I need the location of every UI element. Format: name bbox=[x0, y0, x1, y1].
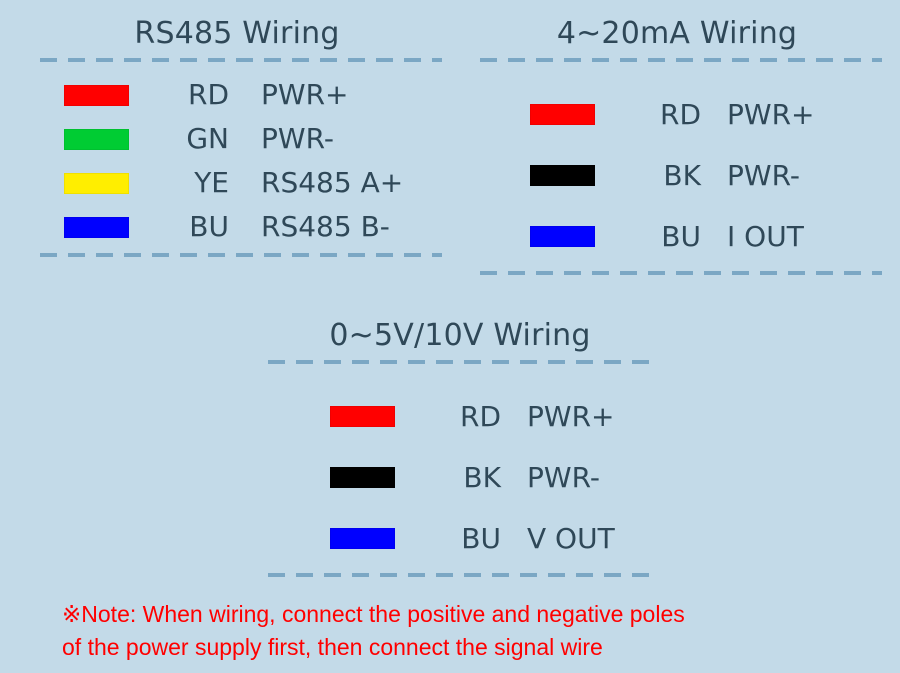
wire-row: RD PWR+ bbox=[462, 84, 892, 145]
wire-row: BU RS485 B- bbox=[22, 205, 452, 249]
wire-code-label: RD bbox=[459, 399, 501, 433]
panel-rs485-wiring: RS485 Wiring RD PWR+ GN PWR- YE RS485 A+… bbox=[22, 14, 452, 257]
wiring-note: ※Note: When wiring, connect the positive… bbox=[62, 598, 862, 664]
wire-code-label: BU bbox=[189, 210, 229, 243]
wire-color-swatch-ye bbox=[64, 172, 129, 194]
wire-code-label: BU bbox=[461, 521, 501, 555]
panel-title-0-5v-10v: 0~5V/10V Wiring bbox=[329, 318, 591, 353]
wire-code-label: BU bbox=[661, 219, 701, 253]
panel-4-20ma-wiring: 4~20mA Wiring RD PWR+ BK PWR- BU I OUT bbox=[462, 14, 892, 275]
wire-code-label: BK bbox=[463, 460, 501, 494]
wire-function-label: PWR+ bbox=[527, 399, 615, 433]
divider-top-rs485 bbox=[40, 58, 442, 62]
wire-row: BU V OUT bbox=[250, 508, 670, 569]
wire-color-swatch-bk bbox=[530, 165, 595, 186]
panel-title-4-20ma: 4~20mA Wiring bbox=[556, 16, 798, 51]
wire-color-swatch-rd bbox=[64, 84, 129, 106]
wire-function-label: PWR- bbox=[727, 158, 800, 192]
wire-list-4-20ma: RD PWR+ BK PWR- BU I OUT bbox=[462, 62, 892, 267]
divider-top-4-20ma bbox=[480, 58, 882, 62]
wire-function-label: PWR+ bbox=[261, 78, 349, 111]
wire-color-swatch-rd bbox=[530, 104, 595, 125]
divider-bottom-0-5v-10v bbox=[268, 573, 652, 577]
wiring-note-line-2: of the power supply first, then connect … bbox=[62, 634, 603, 660]
wire-code-label: RD bbox=[187, 78, 229, 111]
wire-function-label: I OUT bbox=[727, 219, 804, 253]
wire-color-swatch-bu bbox=[330, 528, 395, 549]
wire-color-swatch-bk bbox=[330, 467, 395, 488]
wiring-note-line-1: ※Note: When wiring, connect the positive… bbox=[62, 601, 685, 627]
wire-code-label: YE bbox=[194, 166, 229, 199]
wire-code-label: BK bbox=[663, 158, 701, 192]
wire-color-swatch-gn bbox=[64, 128, 129, 150]
wire-color-swatch-bu bbox=[530, 226, 595, 247]
wire-row: GN PWR- bbox=[22, 117, 452, 161]
wire-function-label: RS485 A+ bbox=[261, 166, 404, 199]
wire-function-label: V OUT bbox=[527, 521, 615, 555]
wire-code-label: GN bbox=[186, 122, 229, 155]
wire-function-label: RS485 B- bbox=[261, 210, 390, 243]
divider-bottom-rs485 bbox=[40, 253, 442, 257]
wire-function-label: PWR- bbox=[261, 122, 334, 155]
wire-row: BU I OUT bbox=[462, 206, 892, 267]
wire-color-swatch-rd bbox=[330, 406, 395, 427]
panel-title-rs485: RS485 Wiring bbox=[134, 16, 340, 51]
wire-row: YE RS485 A+ bbox=[22, 161, 452, 205]
panel-0-5v-10v-wiring: 0~5V/10V Wiring RD PWR+ BK PWR- BU V OUT bbox=[250, 316, 670, 577]
wire-function-label: PWR+ bbox=[727, 97, 815, 131]
wire-list-rs485: RD PWR+ GN PWR- YE RS485 A+ BU RS485 B- bbox=[22, 62, 452, 249]
wire-color-swatch-bu bbox=[64, 216, 129, 238]
wire-row: BK PWR- bbox=[250, 447, 670, 508]
wire-row: RD PWR+ bbox=[22, 73, 452, 117]
divider-bottom-4-20ma bbox=[480, 271, 882, 275]
divider-top-0-5v-10v bbox=[268, 360, 652, 364]
wire-code-label: RD bbox=[659, 97, 701, 131]
wire-row: BK PWR- bbox=[462, 145, 892, 206]
wire-row: RD PWR+ bbox=[250, 386, 670, 447]
wire-list-0-5v-10v: RD PWR+ BK PWR- BU V OUT bbox=[250, 364, 670, 569]
wire-function-label: PWR- bbox=[527, 460, 600, 494]
